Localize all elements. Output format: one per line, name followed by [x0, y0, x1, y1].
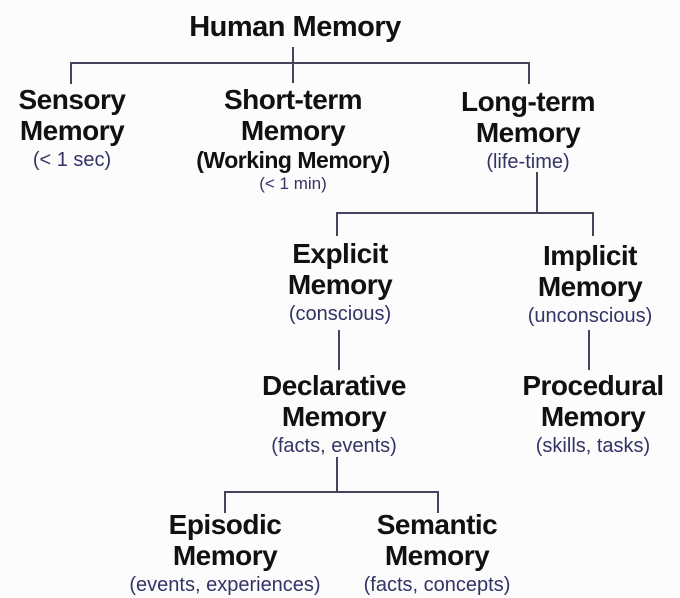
connector-stub-longterm	[528, 62, 530, 84]
node-annotation: (events, experiences)	[129, 574, 321, 596]
node-label: Memory	[281, 401, 387, 432]
node-short-term-memory: Short-term Memory (Working Memory) (< 1 …	[168, 84, 418, 194]
node-annotation: (< 1 min)	[259, 174, 327, 193]
node-label: Sensory	[18, 84, 127, 115]
node-label: Episodic	[168, 509, 282, 540]
node-semantic-memory: Semantic Memory (facts, concepts)	[325, 509, 549, 597]
node-annotation: (skills, tasks)	[535, 435, 651, 457]
connector-declarative-horizontal-bar	[224, 491, 439, 493]
node-label: Long-term	[461, 86, 595, 117]
node-label: Memory	[287, 269, 393, 300]
connector-implicit-procedural	[588, 330, 590, 370]
connector-stub-episodic	[224, 491, 226, 513]
node-label: Human Memory	[189, 11, 401, 43]
node-label: Explicit	[292, 238, 388, 269]
node-implicit-memory: Implicit Memory (unconscious)	[490, 240, 680, 328]
node-label: Procedural	[522, 370, 664, 401]
connector-declarative-vertical	[336, 457, 338, 493]
node-label: Memory	[475, 117, 581, 148]
node-episodic-memory: Episodic Memory (events, experiences)	[113, 509, 337, 597]
connector-stub-sensory	[70, 62, 72, 84]
connector-longterm-vertical	[536, 172, 538, 213]
node-procedural-memory: Procedural Memory (skills, tasks)	[481, 370, 680, 458]
node-label: Implicit	[542, 240, 638, 271]
node-annotation: (facts, concepts)	[363, 574, 511, 596]
node-declarative-memory: Declarative Memory (facts, events)	[222, 370, 446, 458]
connector-explicit-declarative	[338, 330, 340, 370]
node-label: Memory	[540, 401, 646, 432]
node-label: Semantic	[376, 509, 498, 540]
node-annotation: (facts, events)	[271, 435, 397, 457]
node-sensory-memory: Sensory Memory (< 1 sec)	[0, 84, 144, 172]
node-annotation: (unconscious)	[527, 305, 653, 327]
node-label: Memory	[240, 115, 346, 146]
node-label: Memory	[19, 115, 125, 146]
connector-root-vertical	[292, 47, 294, 83]
node-annotation: (conscious)	[288, 303, 392, 325]
node-label: Memory	[384, 540, 490, 571]
connector-stub-semantic	[437, 491, 439, 513]
node-explicit-memory: Explicit Memory (conscious)	[240, 238, 440, 326]
node-label: Memory	[172, 540, 278, 571]
connector-stub-implicit	[592, 212, 594, 236]
node-annotation: (< 1 sec)	[32, 149, 112, 171]
connector-root-horizontal-bar	[71, 62, 530, 64]
node-human-memory: Human Memory	[155, 10, 435, 44]
connector-stub-explicit	[336, 212, 338, 236]
node-label: Short-term	[223, 84, 363, 115]
connector-longterm-horizontal-bar	[336, 212, 594, 214]
node-label: Memory	[537, 271, 643, 302]
node-annotation: (life-time)	[486, 151, 570, 173]
node-long-term-memory: Long-term Memory (life-time)	[403, 86, 653, 174]
node-label: Declarative	[262, 370, 406, 401]
node-sublabel: (Working Memory)	[196, 147, 390, 173]
